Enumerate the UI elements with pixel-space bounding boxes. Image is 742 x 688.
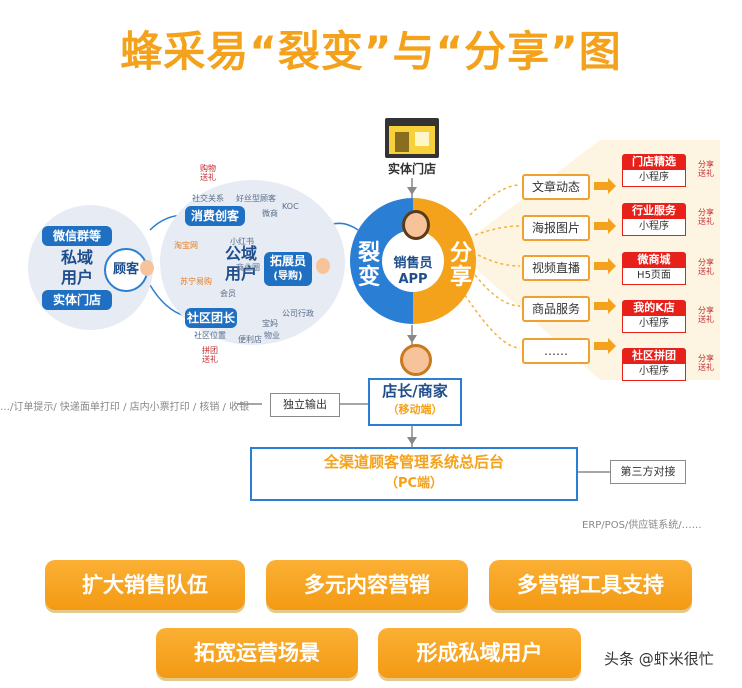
manager-avatar bbox=[400, 344, 432, 376]
koc-label: KOC bbox=[282, 202, 299, 211]
suning-label: 苏宁易购 bbox=[180, 277, 212, 286]
group-leader-label: 社区团长 bbox=[185, 308, 237, 328]
gift-badge-top: 购物 送礼 bbox=[200, 164, 216, 182]
mp-head: 微商城 bbox=[622, 252, 686, 268]
public-center: 公域 用户 bbox=[224, 244, 257, 283]
share-label: 分 享 bbox=[449, 241, 472, 290]
private-bottom-label: 实体门店 bbox=[42, 290, 112, 310]
loyal-label: 好丝型顾客 bbox=[236, 194, 276, 203]
share-item-poster: 海报图片 bbox=[522, 215, 590, 241]
mp-arrows bbox=[594, 178, 616, 354]
company-label: 公司行政 bbox=[282, 309, 314, 318]
third-party-box: 第三方对接 bbox=[610, 460, 686, 484]
expander-sub: (导购) bbox=[273, 271, 303, 282]
shop-owner-label: 商业圈 bbox=[236, 263, 260, 272]
weibo-label: 微商 bbox=[262, 209, 278, 218]
independent-output: 独立输出 bbox=[270, 393, 340, 417]
page-title: 蜂采易“裂变”与“分享”图 bbox=[120, 27, 622, 76]
expander-avatar bbox=[316, 258, 330, 274]
manager-sub: （移动端） bbox=[387, 403, 443, 416]
mp-badge-4: 分享 送礼 bbox=[698, 306, 714, 324]
share-item-article: 文章动态 bbox=[522, 174, 590, 200]
mp-badge-5: 分享 送礼 bbox=[698, 354, 714, 372]
feature-expand-scenes: 拓宽运营场景 bbox=[156, 628, 358, 678]
customer-avatar bbox=[140, 260, 154, 276]
private-center: 私域 用户 bbox=[60, 248, 93, 287]
left-output-note: …/订单提示/ 快递面单打印 / 店内小票打印 / 核销 / 收银 bbox=[0, 402, 250, 413]
share-item-video: 视频直播 bbox=[522, 255, 590, 281]
backend-box: 全渠道顾客管理系统总后台 （PC端） bbox=[250, 447, 578, 501]
salesperson-avatar bbox=[402, 210, 430, 240]
share-item-product: 商品服务 bbox=[522, 296, 590, 322]
salesperson-label: 销售员 APP bbox=[388, 256, 438, 288]
feature-marketing-tools: 多营销工具支持 bbox=[489, 560, 692, 610]
consume-maker-label: 消费创客 bbox=[185, 206, 245, 226]
mp-group-buy: 社区拼团 小程序 bbox=[622, 348, 686, 381]
expander-label: 拓展员 (导购) bbox=[264, 252, 312, 286]
center-ring-inner bbox=[382, 230, 444, 292]
mp-sub: H5页面 bbox=[622, 268, 686, 285]
baobao-label: 宝妈 bbox=[262, 319, 278, 328]
erp-note: ERP/POS/供应链系统/…… bbox=[582, 520, 702, 531]
backend-sub: （PC端） bbox=[384, 476, 444, 491]
taobao-label: 淘宝网 bbox=[174, 241, 198, 250]
vip-label: 会员 bbox=[220, 289, 236, 298]
mp-head: 门店精选 bbox=[622, 154, 686, 170]
mp-sub: 小程序 bbox=[622, 170, 686, 187]
feature-expand-sales: 扩大销售队伍 bbox=[45, 560, 245, 610]
feature-content-marketing: 多元内容营销 bbox=[266, 560, 468, 610]
mp-sub: 小程序 bbox=[622, 364, 686, 381]
store-image bbox=[385, 118, 439, 158]
mp-kshop: 我的K店 小程序 bbox=[622, 300, 686, 333]
mp-badge-1: 分享 送礼 bbox=[698, 160, 714, 178]
mp-head: 社区拼团 bbox=[622, 348, 686, 364]
store-label: 实体门店 bbox=[387, 162, 436, 176]
mp-badge-3: 分享 送礼 bbox=[698, 258, 714, 276]
salesperson-title: 销售员 bbox=[393, 256, 433, 271]
mp-head: 我的K店 bbox=[622, 300, 686, 316]
watermark: 头条 @虾米很忙 bbox=[604, 650, 714, 668]
feature-private-users: 形成私域用户 bbox=[378, 628, 581, 678]
expander-title: 拓展员 bbox=[269, 254, 306, 268]
location-label: 社区位置 bbox=[194, 331, 226, 340]
mp-sub: 小程序 bbox=[622, 316, 686, 333]
social-label: 社交关系 bbox=[192, 194, 224, 203]
mp-sub: 小程序 bbox=[622, 219, 686, 236]
fission-label: 裂 变 bbox=[357, 241, 380, 290]
private-top-label: 微信群等 bbox=[42, 226, 112, 246]
manager-title: 店长/商家 bbox=[382, 382, 448, 400]
backend-title: 全渠道顾客管理系统总后台 bbox=[323, 453, 504, 471]
redbook-label: 小红书 bbox=[230, 237, 254, 246]
mp-badge-2: 分享 送礼 bbox=[698, 208, 714, 226]
gift-badge-bottom: 拼团 送礼 bbox=[202, 346, 218, 364]
mp-head: 行业服务 bbox=[622, 203, 686, 219]
property-label: 物业 bbox=[264, 331, 280, 340]
mp-store-select: 门店精选 小程序 bbox=[622, 154, 686, 187]
share-item-more: …… bbox=[522, 338, 590, 364]
mp-industry: 行业服务 小程序 bbox=[622, 203, 686, 236]
mp-weishop: 微商城 H5页面 bbox=[622, 252, 686, 285]
convenience-label: 便利店 bbox=[238, 335, 262, 344]
salesperson-app: APP bbox=[398, 272, 428, 287]
manager-box: 店长/商家 （移动端） bbox=[368, 378, 462, 426]
